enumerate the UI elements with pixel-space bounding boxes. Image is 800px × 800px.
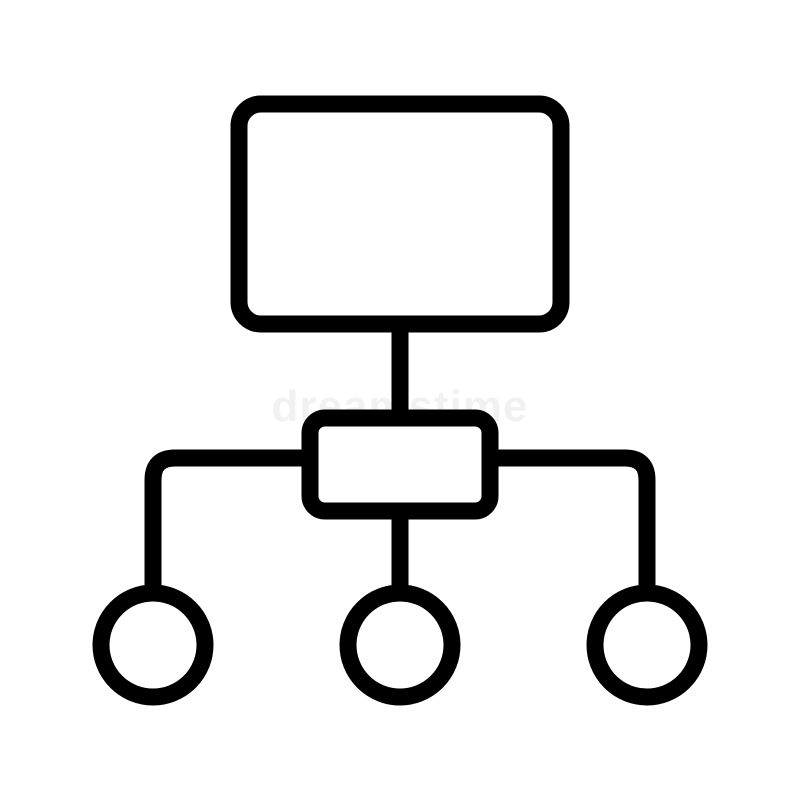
leaf-node-center [339,584,461,706]
leaf-node-left [92,584,214,706]
left-branch-line [144,449,310,590]
watermark-text: dreamstime [271,382,529,431]
right-branch-line [490,449,656,590]
leaf-node-right [586,584,708,706]
top-node-box [230,95,570,333]
